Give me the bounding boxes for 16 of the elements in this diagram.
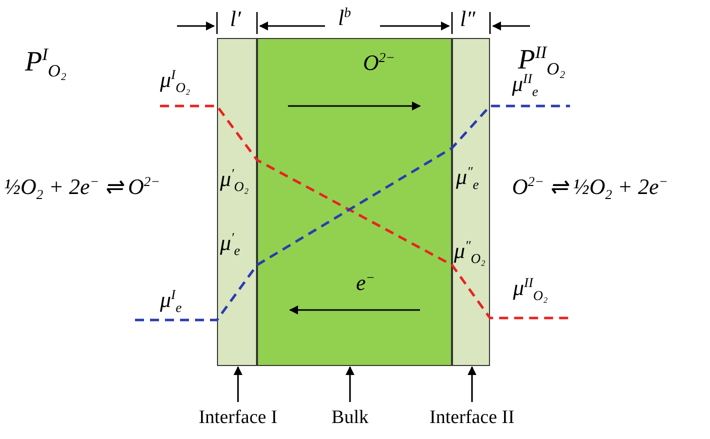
length-label: l″ bbox=[460, 8, 476, 30]
length-label: l′ bbox=[230, 8, 241, 30]
equation-text: O$^{2−}$ ⇌ ½O$_{2}$ + 2e$^{−}$ bbox=[512, 175, 668, 202]
pointer-arrow bbox=[346, 366, 354, 402]
electron-label: e$^{−}$ bbox=[356, 271, 375, 294]
region-label: Interface II bbox=[430, 408, 514, 427]
bulk-layer bbox=[257, 38, 452, 366]
equation-text: ½O$_{2}$ + 2e$^{−}$ ⇌ O$^{2−}$ bbox=[4, 175, 160, 202]
ion-label: O$^{2−}$ bbox=[363, 51, 395, 74]
interface-layer bbox=[452, 38, 490, 366]
length-label: l$^{b}$ bbox=[338, 6, 351, 30]
region-label: Interface I bbox=[198, 408, 278, 427]
interface-layer bbox=[217, 38, 257, 366]
pointer-arrow bbox=[234, 366, 242, 402]
pointer-arrow bbox=[468, 366, 476, 402]
region-label: Bulk bbox=[332, 408, 368, 427]
